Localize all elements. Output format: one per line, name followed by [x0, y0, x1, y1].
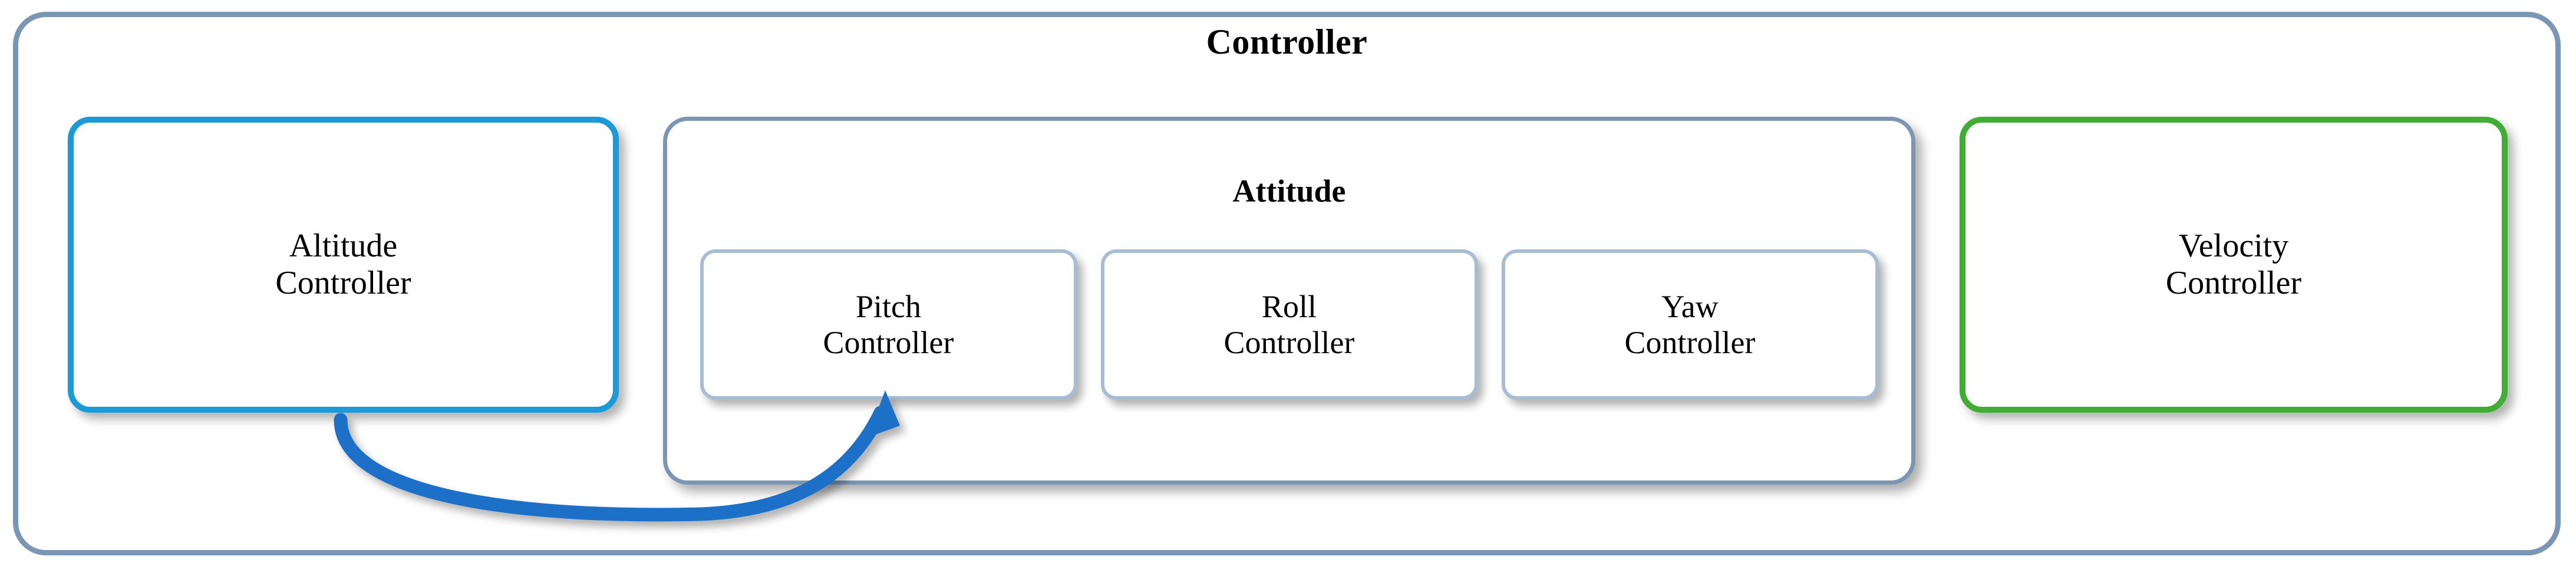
altitude-controller-block[interactable]: Altitude Controller: [68, 117, 619, 413]
attitude-group-title: Attitude: [1232, 173, 1346, 209]
pitch-controller-label: Pitch Controller: [823, 289, 954, 360]
roll-controller-label: Roll Controller: [1223, 289, 1355, 360]
velocity-controller-block[interactable]: Velocity Controller: [1960, 117, 2508, 413]
roll-controller-block[interactable]: Roll Controller: [1100, 249, 1478, 400]
yaw-controller-block[interactable]: Yaw Controller: [1501, 249, 1879, 400]
altitude-controller-label: Altitude Controller: [275, 228, 411, 301]
attitude-subblock-row: Pitch Controller Roll Controller Yaw Con…: [667, 249, 1911, 401]
attitude-group: Attitude Pitch Controller Roll Controlle…: [663, 117, 1915, 485]
pitch-controller-block[interactable]: Pitch Controller: [700, 249, 1077, 400]
yaw-controller-label: Yaw Controller: [1624, 289, 1756, 360]
controller-title: Controller: [1206, 22, 1368, 61]
velocity-controller-label: Velocity Controller: [2165, 228, 2302, 301]
